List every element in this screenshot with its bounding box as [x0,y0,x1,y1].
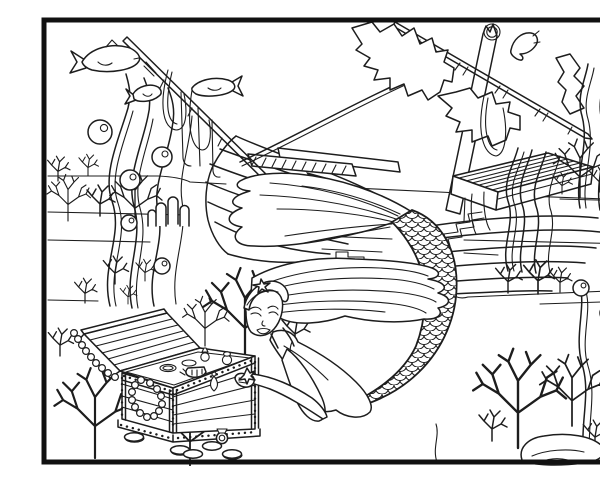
underwater-scene [41,17,600,466]
fish-left-facing [191,75,244,97]
eyebrows [249,305,279,311]
eyes [250,311,279,317]
bubble [87,119,113,145]
mermaid-hand-on-rim [185,366,207,378]
fish-angelfish [510,30,541,61]
chest-jewelry [159,347,233,392]
ring [200,352,210,362]
coin [221,449,243,460]
torn-sail [351,21,455,101]
tube-coral [147,196,190,227]
ring [221,354,233,366]
mermaid-tail [339,209,458,409]
mermaid-hair [249,257,450,324]
pendant [209,375,219,392]
bubble [572,279,590,297]
kelp-deck [504,147,561,274]
torn-sail [437,87,521,147]
coral-left [46,153,190,305]
chest-lid [77,308,201,379]
mermaid-head [243,278,289,337]
coin [182,449,204,459]
bubble [120,214,138,232]
fish-group [69,30,541,105]
pearl-necklace [70,329,166,422]
coral-bottom-right [472,347,600,450]
treasure-chest [70,308,261,443]
starfish-trinket [238,367,256,385]
mermaid-arm [185,348,328,422]
fish-small [124,84,162,105]
bubble [119,169,141,191]
coloring-page: Black-and-white coloring page: mermaid o… [40,16,600,466]
bubbles [87,119,600,317]
ring-on-sand [215,428,229,445]
nose [261,320,266,327]
shipwreck [122,21,600,295]
mermaid [185,172,458,422]
torn-sail [555,53,585,115]
mermaid-fluke [228,172,413,248]
rope-coil [483,23,501,41]
fish-large [69,39,141,74]
mouth [256,327,271,335]
bow-rail-board [277,147,401,173]
coin [123,432,145,443]
kelp-right-top [577,63,600,211]
starfish-hair-accessory [252,278,271,294]
coral-right-center [494,259,573,295]
deck-ropes [463,191,491,235]
hanging-rope [480,95,507,157]
bubble [153,257,171,275]
bubble [151,146,173,168]
